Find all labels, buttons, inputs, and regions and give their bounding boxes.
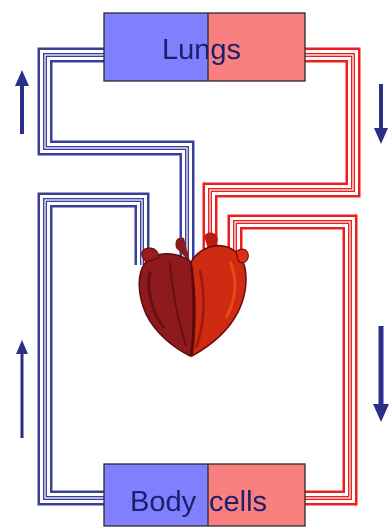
systemic-vessel-blue	[45, 200, 142, 498]
systemic-vessel-red	[235, 222, 350, 498]
arrow-down-icon-bottom-right	[373, 326, 389, 422]
arrow-up-icon-bottom-left	[16, 340, 28, 438]
body-cells-label-right: cells	[209, 488, 267, 517]
pulmonary-vessel-blue	[45, 55, 187, 270]
arrow-up-icon-top-left	[15, 70, 29, 134]
lungs-label: Lungs	[162, 36, 241, 65]
body-cells-label-left: Body	[130, 488, 196, 517]
arrow-down-icon-top-right	[374, 84, 388, 144]
